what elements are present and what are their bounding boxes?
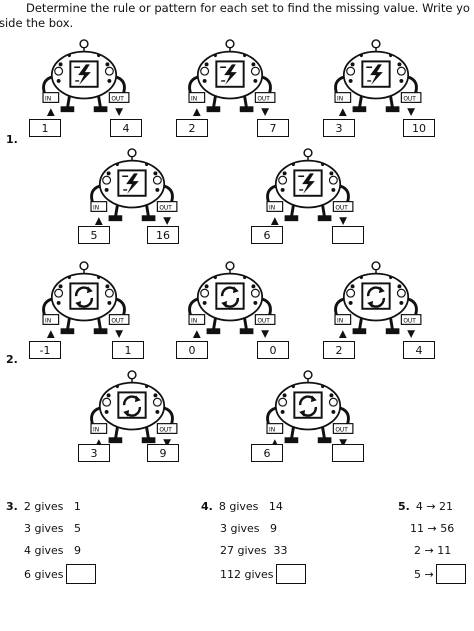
problem4-row-1: 4. 8 gives 14 bbox=[201, 500, 283, 513]
problem3-text: 2 gives 1 bbox=[23, 500, 81, 513]
problem3-row-3: 4 gives 9 bbox=[24, 544, 81, 557]
problem3-row-4: 6 gives bbox=[24, 564, 96, 584]
set1-out-3: 10 bbox=[403, 119, 435, 137]
set1-in-1: 1 bbox=[29, 119, 61, 137]
machine-in-label: IN bbox=[269, 427, 275, 433]
machine-out-label: OUT bbox=[403, 96, 416, 102]
set1-in-4: 5 bbox=[78, 226, 110, 244]
set1-out-1: 4 bbox=[110, 119, 142, 137]
machine-out-label: OUT bbox=[159, 205, 172, 211]
problem4-text: 3 gives 9 bbox=[220, 522, 278, 535]
set1-in-3: 3 bbox=[323, 119, 355, 137]
set2-out-2: 0 bbox=[257, 341, 289, 359]
problem4-text: 27 gives 33 bbox=[220, 544, 288, 557]
lightning-machine-icon: IN OUT bbox=[333, 38, 423, 118]
machine-in-label: IN bbox=[269, 205, 275, 211]
set2-in-1: -1 bbox=[29, 341, 61, 359]
machine-out-label: OUT bbox=[111, 318, 124, 324]
lightning-machine-icon: IN OUT bbox=[187, 38, 277, 118]
machine-in-label: IN bbox=[45, 318, 51, 324]
problem3-text: 3 gives 5 bbox=[24, 522, 82, 535]
problem4-row-3: 27 gives 33 bbox=[220, 544, 288, 557]
problem5-row-2: 11 → 56 bbox=[410, 522, 454, 535]
problem4-number: 4. bbox=[201, 500, 213, 513]
machine-in-label: IN bbox=[93, 427, 99, 433]
machine-in-label: IN bbox=[337, 318, 343, 324]
problem5-answer-box[interactable] bbox=[435, 564, 466, 584]
problem5-text: 4 → 21 bbox=[415, 500, 454, 513]
lightning-machine-icon: IN OUT bbox=[89, 147, 179, 227]
set2-in-4: 3 bbox=[78, 444, 110, 462]
problem4-text: 8 gives 14 bbox=[218, 500, 283, 513]
cycle-machine-icon: IN OUT bbox=[89, 369, 179, 449]
machine-out-label: OUT bbox=[159, 427, 172, 433]
problem5-text: 2 → 11 bbox=[414, 544, 452, 557]
problem3-number: 3. bbox=[6, 500, 18, 513]
problem4-text: 112 gives bbox=[220, 567, 274, 581]
set1-in-2: 2 bbox=[176, 119, 208, 137]
machine-in-label: IN bbox=[93, 205, 99, 211]
instructions-line-2: side the box. bbox=[0, 16, 74, 30]
set1-answer-box[interactable] bbox=[332, 226, 364, 244]
problem5-row-1: 5. 4 → 21 bbox=[398, 500, 453, 513]
set1-out-4: 16 bbox=[147, 226, 179, 244]
problem3-row-1: 3. 2 gives 1 bbox=[6, 500, 81, 513]
cycle-machine-icon: IN OUT bbox=[333, 260, 423, 340]
problem4-row-2: 3 gives 9 bbox=[220, 522, 277, 535]
set-1-number: 1. bbox=[6, 133, 18, 146]
set2-in-3: 2 bbox=[323, 341, 355, 359]
problem5-row-4: 5 → bbox=[414, 564, 466, 584]
problem3-row-2: 3 gives 5 bbox=[24, 522, 81, 535]
cycle-machine-icon: IN OUT bbox=[265, 369, 355, 449]
set2-out-3: 4 bbox=[403, 341, 435, 359]
instructions-line-1: Determine the rule or pattern for each s… bbox=[26, 1, 470, 15]
set-2-number: 2. bbox=[6, 353, 18, 366]
set2-answer-box[interactable] bbox=[332, 444, 364, 462]
machine-out-label: OUT bbox=[111, 96, 124, 102]
machine-in-label: IN bbox=[337, 96, 343, 102]
set2-out-4: 9 bbox=[147, 444, 179, 462]
cycle-machine-icon: IN OUT bbox=[41, 260, 131, 340]
set2-in-5: 6 bbox=[251, 444, 283, 462]
problem5-text: 5 → bbox=[414, 567, 434, 581]
machine-out-label: OUT bbox=[403, 318, 416, 324]
problem4-answer-box[interactable] bbox=[275, 564, 306, 584]
machine-out-label: OUT bbox=[335, 427, 348, 433]
set1-in-5: 6 bbox=[251, 226, 283, 244]
set2-out-1: 1 bbox=[112, 341, 144, 359]
problem3-text: 4 gives 9 bbox=[24, 544, 82, 557]
problem4-row-4: 112 gives bbox=[220, 564, 306, 584]
problem3-answer-box[interactable] bbox=[65, 564, 96, 584]
problem5-row-3: 2 → 11 bbox=[414, 544, 451, 557]
machine-out-label: OUT bbox=[257, 318, 270, 324]
machine-in-label: IN bbox=[191, 96, 197, 102]
machine-out-label: OUT bbox=[257, 96, 270, 102]
machine-out-label: OUT bbox=[335, 205, 348, 211]
set1-out-2: 7 bbox=[257, 119, 289, 137]
problem5-text: 11 → 56 bbox=[410, 522, 455, 535]
cycle-machine-icon: IN OUT bbox=[187, 260, 277, 340]
problem5-number: 5. bbox=[398, 500, 410, 513]
lightning-machine-icon: IN OUT bbox=[265, 147, 355, 227]
machine-in-label: IN bbox=[45, 96, 51, 102]
problem3-text: 6 gives bbox=[24, 567, 64, 581]
set2-in-2: 0 bbox=[176, 341, 208, 359]
machine-in-label: IN bbox=[191, 318, 197, 324]
lightning-machine-icon: IN OUT bbox=[41, 38, 131, 118]
